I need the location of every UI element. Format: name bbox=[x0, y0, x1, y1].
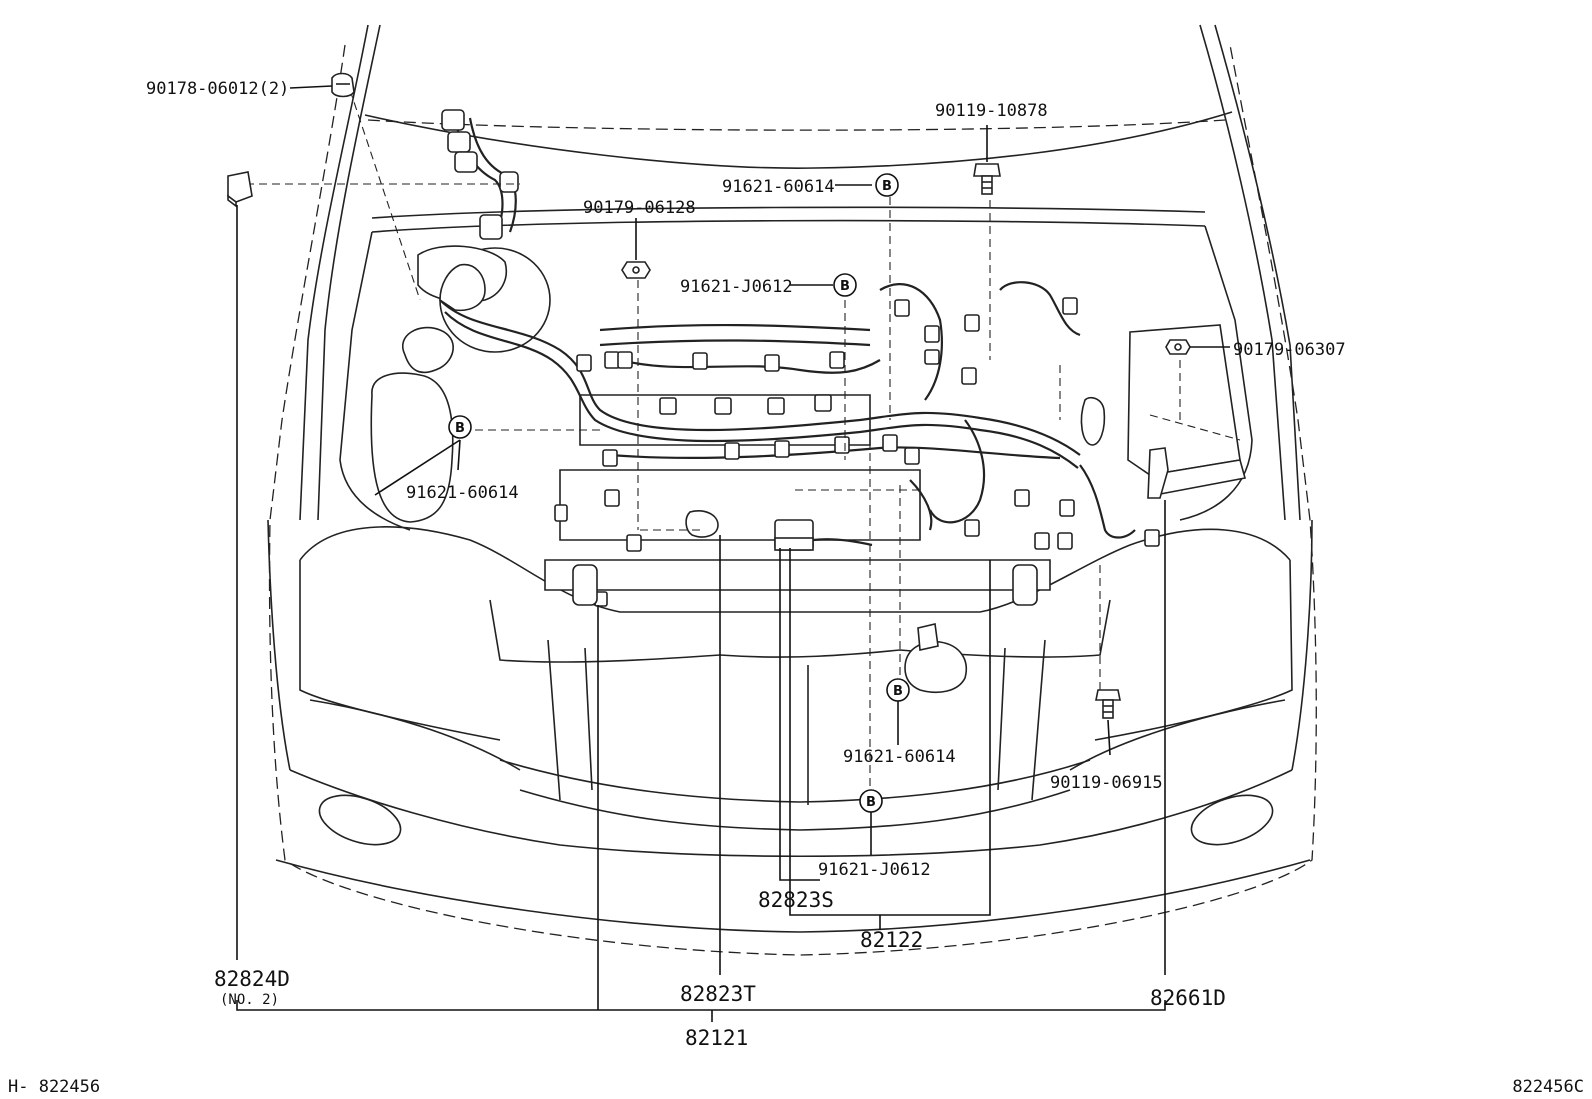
vehicle-body bbox=[267, 24, 1313, 933]
dashed-leaders bbox=[246, 89, 1241, 800]
part-labels: 90178-06012(2) 90119-10878 91621-60614 9… bbox=[146, 79, 1346, 1050]
part-label: 90178-06012(2) bbox=[146, 79, 289, 99]
nut-icon bbox=[1165, 339, 1191, 355]
part-label: (NO. 2) bbox=[220, 992, 279, 1008]
part-label: 82823S bbox=[758, 888, 834, 912]
part-label: 90119-10878 bbox=[935, 101, 1048, 121]
svg-text:B: B bbox=[882, 179, 892, 194]
figure-id-left: H- 822456 bbox=[8, 1077, 100, 1097]
svg-text:B: B bbox=[866, 795, 876, 810]
part-label: 90119-06915 bbox=[1050, 773, 1163, 793]
part-label: 91621-60614 bbox=[722, 177, 835, 197]
svg-text:B: B bbox=[840, 279, 850, 294]
bolt-icon bbox=[973, 163, 1001, 195]
figure-id-right: 822456C bbox=[1512, 1077, 1584, 1097]
solid-leaders bbox=[236, 85, 1230, 1022]
hood-outline bbox=[268, 44, 1317, 956]
part-label: 90179-06128 bbox=[583, 198, 696, 218]
part-label: 91621-J0612 bbox=[680, 277, 793, 297]
bracket-icon bbox=[227, 171, 253, 208]
part-label: 82122 bbox=[860, 928, 923, 952]
part-label: 82824D bbox=[214, 967, 290, 991]
part-label: 91621-60614 bbox=[843, 747, 956, 767]
part-label: 91621-J0612 bbox=[818, 860, 931, 880]
marker-b-2: B bbox=[833, 273, 857, 297]
reference-marks: B B B B B bbox=[448, 173, 910, 813]
fasteners bbox=[227, 72, 1191, 719]
nut-icon bbox=[621, 261, 651, 279]
part-label: 82823T bbox=[680, 982, 756, 1006]
marker-b-4: B bbox=[886, 678, 910, 702]
svg-text:B: B bbox=[893, 684, 903, 699]
marker-b-3: B bbox=[448, 415, 472, 439]
engine-assembly bbox=[370, 109, 1247, 694]
part-label: 82661D bbox=[1150, 986, 1226, 1010]
part-label: 82121 bbox=[685, 1026, 748, 1050]
svg-text:B: B bbox=[455, 421, 465, 436]
clip-icon bbox=[331, 72, 355, 98]
part-label: 91621-60614 bbox=[406, 483, 519, 503]
part-label: 90179-06307 bbox=[1233, 340, 1346, 360]
bolt-icon bbox=[1095, 689, 1121, 719]
marker-b-1: B bbox=[875, 173, 899, 197]
marker-b-5: B bbox=[859, 789, 883, 813]
